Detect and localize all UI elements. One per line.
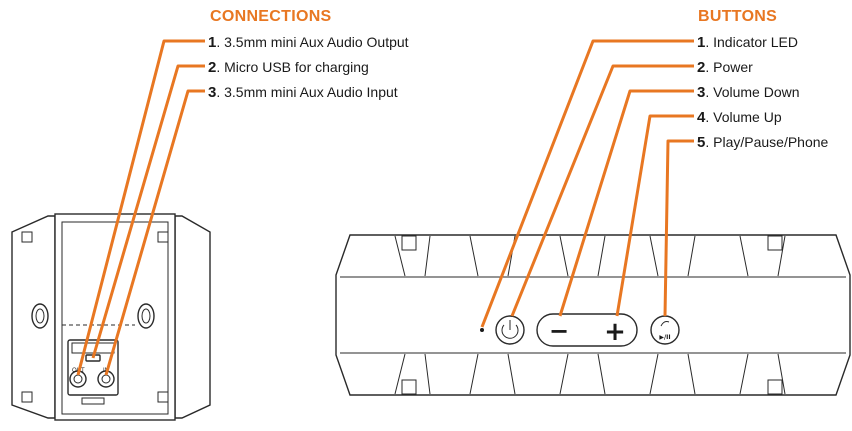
connections-item-2: 2. Micro USB for charging xyxy=(208,59,369,76)
speaker-side-view: OUT IN xyxy=(11,213,211,421)
speaker-front-view: − + ▶/II xyxy=(335,234,851,396)
buttons-item-4-num: 4 xyxy=(697,109,706,126)
buttons-item-5-num: 5 xyxy=(697,134,706,151)
buttons-item-3: 3. Volume Down xyxy=(697,84,800,101)
connections-item-3-text: 3.5mm mini Aux Audio Input xyxy=(224,84,398,100)
connections-item-2-num: 2 xyxy=(208,59,217,76)
connections-item-1: 1. 3.5mm mini Aux Audio Output xyxy=(208,34,409,51)
buttons-item-4-text: Volume Up xyxy=(713,109,782,125)
buttons-item-5: 5. Play/Pause/Phone xyxy=(697,134,829,151)
connections-heading: CONNECTIONS xyxy=(210,8,332,25)
buttons-heading: BUTTONS xyxy=(698,8,778,25)
volume-down-symbol: − xyxy=(549,317,569,345)
buttons-item-2: 2. Power xyxy=(697,59,753,76)
volume-up-symbol: + xyxy=(604,317,626,347)
buttons-item-3-num: 3 xyxy=(697,84,706,101)
indicator-led xyxy=(480,328,484,332)
connections-item-2-text: Micro USB for charging xyxy=(224,59,369,75)
buttons-item-4: 4. Volume Up xyxy=(697,109,782,126)
play-pause-symbol: ▶/II xyxy=(659,334,670,341)
connections-item-1-num: 1 xyxy=(208,34,217,51)
connections-item-3-num: 3 xyxy=(208,84,217,101)
connections-item-3: 3. 3.5mm mini Aux Audio Input xyxy=(208,84,398,101)
connections-item-1-text: 3.5mm mini Aux Audio Output xyxy=(224,34,409,50)
buttons-item-3-text: Volume Down xyxy=(713,84,800,100)
buttons-item-2-num: 2 xyxy=(697,59,706,76)
buttons-item-5-text: Play/Pause/Phone xyxy=(713,134,829,150)
volume-pill-drawing xyxy=(536,313,638,347)
leader-lines xyxy=(76,39,694,376)
buttons-item-1: 1. Indicator LED xyxy=(697,34,798,51)
buttons-item-2-text: Power xyxy=(713,59,753,75)
buttons-item-1-num: 1 xyxy=(697,34,706,51)
buttons-item-1-text: Indicator LED xyxy=(713,34,798,50)
